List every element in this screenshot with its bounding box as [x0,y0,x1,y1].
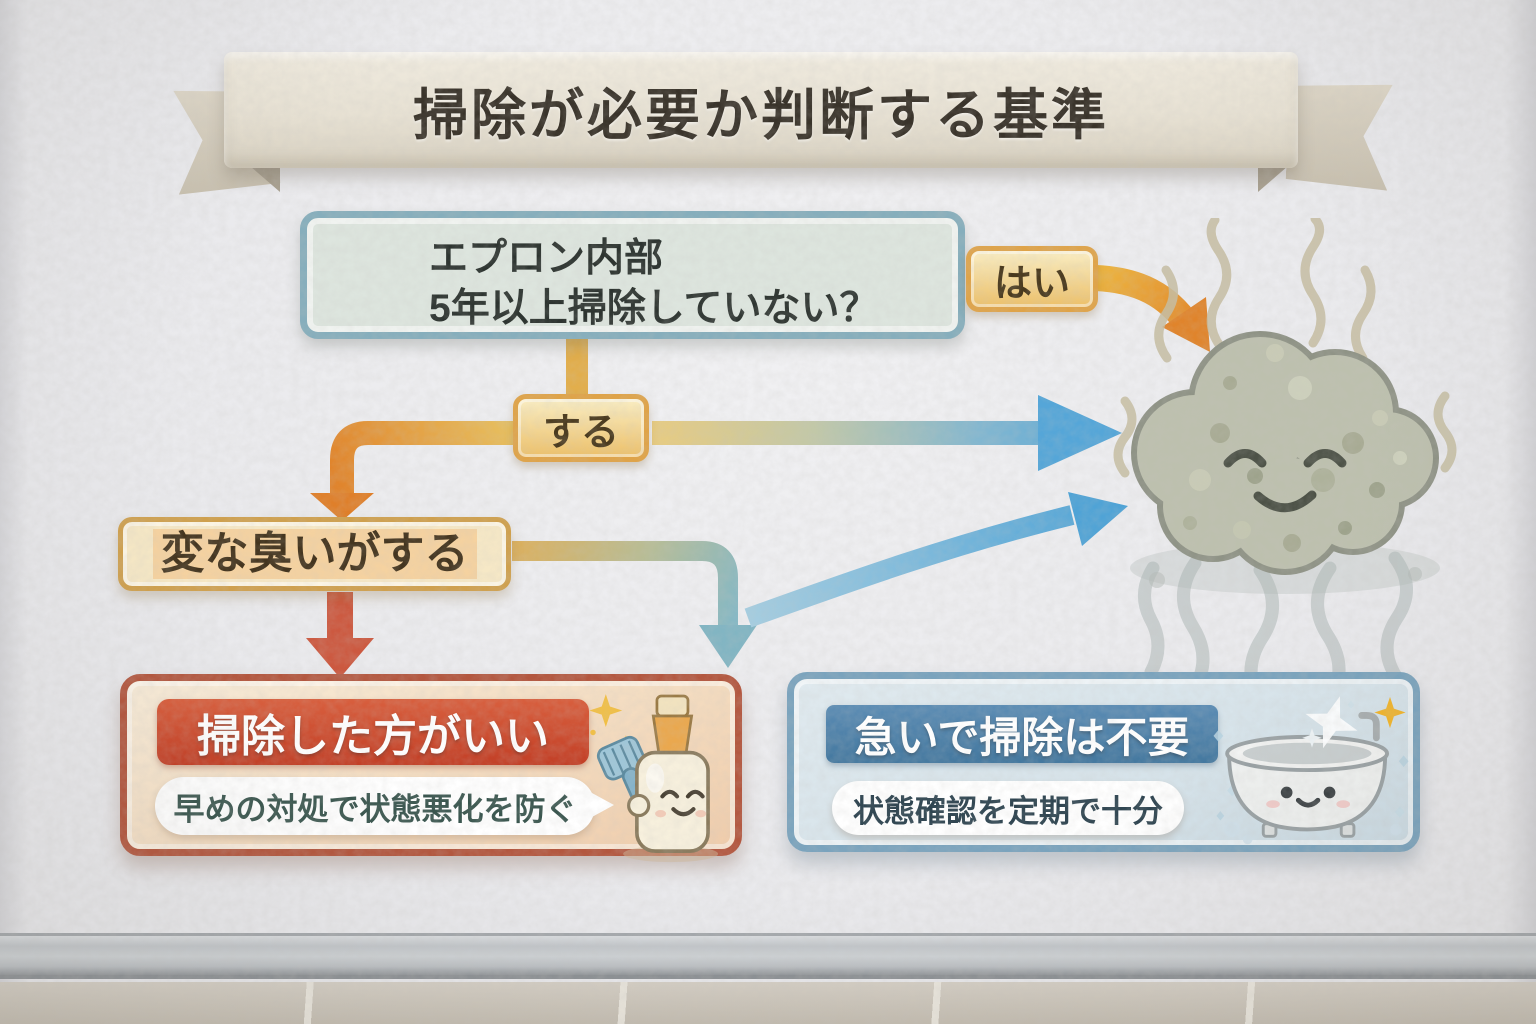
result-no-rush-heading: 急いで掃除は不要 [826,705,1218,763]
star-icon [1374,696,1406,729]
result-no-rush-box: 急いで掃除は不要 状態確認を定期で十分 [787,672,1420,852]
arrow-smell-elbow-down [512,541,757,668]
mold-speckles [1183,344,1407,552]
soap-face [660,789,705,817]
stink-lines-above [1113,218,1457,478]
label-suru-text: する [542,411,619,454]
label-yes-text: はい [993,262,1070,305]
result-clean-box: 掃除した方がいい 早めの対処で状態悪化を防ぐ [120,674,742,863]
confetti [1213,700,1409,840]
connector-question-to-suru [566,336,588,398]
question-line-2: 5年以上掃除していない？ [429,287,879,330]
shine-icon [1302,696,1358,749]
arrow-curved-to-mold [744,492,1128,628]
page-title: 掃除が必要か判断する基準 [412,84,1109,146]
title-banner: 掃除が必要か判断する基準 [224,52,1298,168]
baseboard [0,933,1536,979]
ribbon-fold-right [1258,166,1288,192]
arrow-yes-to-mold [1095,265,1210,352]
brush-icon [596,735,663,835]
bathtub-face [1266,786,1351,809]
mold-face [1223,449,1347,513]
arrow-suru-to-mold [652,395,1122,471]
result-no-rush-note: 状態確認を定期で十分 [832,781,1184,835]
label-suru: する [513,394,649,462]
faucet-icon [1358,712,1380,742]
ribbon-tail-right [1285,79,1392,190]
bathtub-character [1213,696,1409,845]
arrow-suru-to-smell [310,421,522,521]
tile-floor [0,982,1536,1024]
soap-bottle-character [589,694,719,863]
result-clean-heading: 掃除した方がいい [157,699,589,765]
question-box: エプロン内部 5年以上掃除していない？ [300,211,965,339]
question-line-1: エプロン内部 [429,237,664,280]
arrow-smell-to-clean [306,592,374,678]
smell-box-text: 変な臭いがする [152,528,477,580]
result-clean-note: 早めの対処で状態悪化を防ぐ [155,777,614,835]
label-yes: はい [966,246,1098,312]
sparkle-icon [589,694,635,752]
smell-box: 変な臭いがする [118,517,511,591]
